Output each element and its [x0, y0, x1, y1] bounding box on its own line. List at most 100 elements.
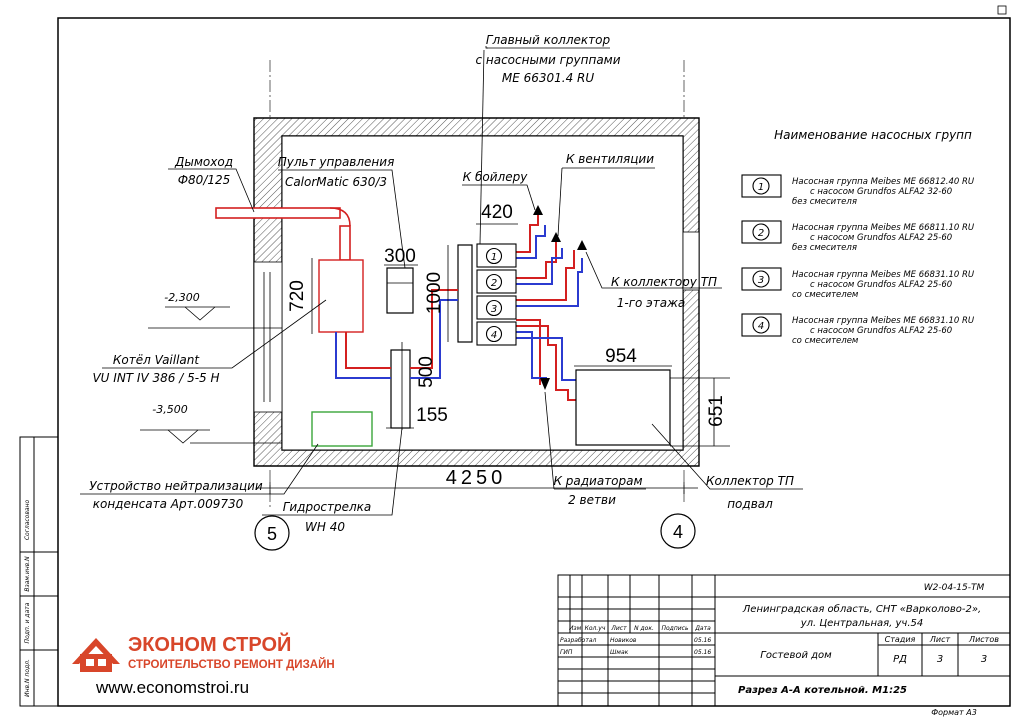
stamp-stage-label: Стадия	[885, 635, 916, 644]
pump-groups	[476, 243, 517, 346]
stamp-object: Гостевой дом	[760, 650, 832, 661]
boiler-label-1: Котёл Vaillant	[113, 353, 200, 367]
stamp-date-1: 05.16	[694, 637, 711, 644]
stamp-address-2: ул. Центральная, уч.54	[800, 618, 923, 629]
stamp-sheets: 3	[981, 654, 987, 665]
stamp-col-5: Подпись	[662, 625, 689, 632]
neutralizer-label-1: Устройство нейтрализации	[89, 479, 263, 493]
legend-item-1-line-2: с насосом Grundfos ALFA2 32-60	[810, 187, 952, 197]
control-panel	[386, 267, 414, 314]
legend-title: Наименование насосных групп	[774, 128, 972, 142]
corner-mark	[997, 5, 1007, 15]
hydro-arrow-label-2: WH 40	[305, 520, 345, 534]
legend-item-3-line-2: с насосом Grundfos ALFA2 25-60	[810, 280, 952, 290]
stamp-col-4: N док.	[634, 625, 654, 632]
side-stamp	[19, 436, 59, 707]
stamp-checked: ГИП	[560, 649, 573, 656]
legend-item-2-line-2: с насосом Grundfos ALFA2 25-60	[810, 233, 952, 243]
legend-num-1: 1	[758, 182, 764, 193]
hydro-separator	[390, 349, 411, 429]
stamp-checked-name: Шмак	[610, 649, 629, 656]
stamp-developed: Разработал	[560, 637, 597, 644]
chimney-label-1: Дымоход	[174, 155, 233, 169]
dim-1000: 1000	[424, 272, 445, 314]
stamp-sheet: 3	[937, 654, 943, 665]
axis-label-4: 4	[673, 522, 683, 542]
flow-arrows	[533, 205, 587, 390]
brand-logo-icon	[72, 638, 120, 672]
dim-4250: 4250	[446, 467, 507, 489]
side-label-inv: Инв.N подл.	[24, 659, 31, 697]
main-collector	[457, 244, 473, 343]
legend-item-3-line-1: Насосная группа Meibes ME 66831.10 RU	[792, 270, 975, 280]
to-radiators-label-1: К радиаторам	[553, 474, 642, 488]
stamp-sheets-label: Листов	[968, 635, 999, 644]
sheet-frame	[57, 17, 1011, 707]
legend-item-4-line-2: с насосом Grundfos ALFA2 25-60	[810, 326, 952, 336]
stamp-address-1: Ленинградская область, СНТ «Варколово-2»…	[742, 603, 981, 615]
axis-marker-4	[660, 513, 696, 549]
legend-item-1-line-1: Насосная группа Meibes ME 66812.40 RU	[792, 177, 975, 187]
legend-num-2: 2	[758, 228, 764, 239]
left-wall-niche	[253, 261, 283, 413]
hydro-arrow-label-1: Гидрострелка	[283, 500, 372, 514]
stamp-developed-name: Новиков	[610, 637, 637, 644]
dimension-lines	[256, 223, 730, 494]
legend-item-2-line-1: Насосная группа Meibes ME 66811.10 RU	[792, 223, 975, 233]
floor-heating-collector	[575, 369, 671, 446]
brand-name: ЭКОНОМ СТРОЙ	[128, 632, 291, 656]
tp-collector-label-1: Коллектор ТП	[706, 474, 794, 488]
pump-number-2: 2	[491, 278, 497, 289]
pump-number-1: 1	[491, 252, 497, 263]
wall-opening	[682, 231, 700, 291]
axis-marker-5	[254, 515, 290, 551]
stamp-sheet-label: Лист	[929, 635, 951, 644]
dim-420: 420	[481, 202, 513, 223]
to-ventilation-label: К вентиляции	[566, 152, 654, 166]
side-label-agreed: Согласовано	[24, 500, 31, 541]
leader-lines	[80, 46, 803, 516]
tp-collector-label-2: подвал	[727, 497, 773, 511]
legend-item-4-line-1: Насосная группа Meibes ME 66831.10 RU	[792, 316, 975, 326]
boiler	[318, 259, 364, 333]
legend-num-4: 4	[758, 321, 764, 332]
level-marks	[140, 306, 282, 444]
dim-720: 720	[287, 280, 308, 312]
side-label-replace: Взам.инв.N	[24, 556, 31, 592]
to-tp-collector-label-2: 1-го этажа	[617, 296, 686, 310]
brand-url: www.economstroi.ru	[95, 678, 249, 697]
condensate-neutralizer	[311, 411, 373, 447]
stamp-date-2: 05.16	[694, 649, 711, 656]
axis-label-5: 5	[267, 524, 277, 544]
dim-651: 651	[706, 395, 727, 427]
boiler-label-2: VU INT IV 386 / 5-5 H	[92, 371, 219, 385]
stamp-col-3: Лист	[610, 625, 627, 632]
legend-item-4-line-3: со смесителем	[792, 336, 859, 346]
brand-tagline: СТРОИТЕЛЬСТВО РЕМОНТ ДИЗАЙН	[128, 658, 335, 671]
stamp-code: W2-04-15-ТМ	[924, 583, 985, 593]
dim-155: 155	[416, 405, 448, 426]
legend-item-1-line-3: без смесителя	[792, 197, 857, 207]
legend-boxes	[741, 174, 782, 337]
side-label-sign: Подп. и дата	[24, 602, 31, 643]
stamp-format: Формат А3	[931, 708, 977, 717]
level-lower-label: -3,500	[152, 403, 187, 416]
dim-300: 300	[384, 246, 416, 267]
stamp-stage: РД	[893, 654, 907, 665]
stamp-col-6: Дата	[694, 625, 711, 632]
to-boiler-label: К бойлеру	[463, 170, 529, 184]
legend-item-2-line-3: без смесителя	[792, 243, 857, 253]
pump-number-3: 3	[491, 304, 497, 315]
title-block	[557, 574, 1011, 707]
dim-954: 954	[605, 346, 637, 367]
neutralizer-label-2: конденсата Арт.009730	[93, 497, 244, 511]
control-panel-label-2: CalorMatic 630/3	[285, 175, 387, 189]
stamp-drawing-title: Разрез А-А котельной. М1:25	[738, 685, 907, 696]
chimney-label-2: Ф80/125	[178, 173, 231, 187]
pump-number-4: 4	[491, 330, 497, 341]
main-collector-label-2: с насосными группами	[475, 53, 620, 67]
stamp-col-2: Кол.уч	[585, 625, 606, 632]
level-upper-label: -2,300	[164, 291, 199, 304]
dim-500: 500	[416, 356, 437, 388]
